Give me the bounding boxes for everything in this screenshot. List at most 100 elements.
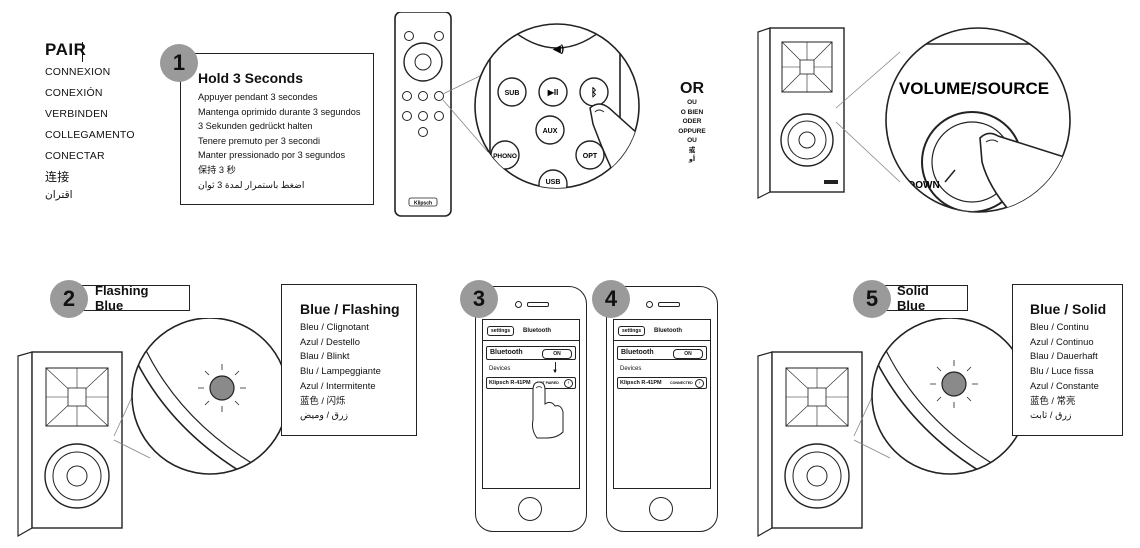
step5-speaker-illustration <box>757 318 1029 538</box>
step1-line: 保持 3 秒 <box>198 164 236 175</box>
bluetooth-header: Bluetooth <box>654 328 682 334</box>
or-line: أو <box>688 156 696 163</box>
device-info-icon: › <box>564 379 573 388</box>
device-name: Klipsch R-41PM <box>620 379 662 386</box>
pair-translation: CONNEXION <box>45 66 111 78</box>
bluetooth-toggle[interactable]: ON <box>542 349 572 359</box>
or-block: OR OU O BIEN ODER OPPURE OU 或 أو <box>672 80 712 165</box>
or-line: OU <box>687 99 697 106</box>
device-name: Klipsch R-41PM <box>489 379 531 386</box>
bluetooth-toggle[interactable]: ON <box>673 349 703 359</box>
knob-label: VOLUME/SOURCE <box>899 79 1049 98</box>
pair-translation: VERBINDEN <box>45 108 109 120</box>
phono-button: PHONO <box>493 153 517 160</box>
step1-line: Manter pressionado por 3 segundos <box>198 150 346 161</box>
step1-line: Appuyer pendant 3 secondes <box>198 92 318 102</box>
sub-button: SUB <box>505 90 520 97</box>
pair-translation: CONEXIÓN <box>45 87 103 99</box>
device-status: NOT PAIRED <box>537 381 559 385</box>
home-button[interactable] <box>518 497 542 521</box>
settings-back-button[interactable]: settings <box>618 326 646 336</box>
remote-illustration: Klipsch ◀) SUB ▶II ᛒ AUX PHONO OPT USB <box>394 12 640 217</box>
pair-title: PAIR <box>45 40 87 59</box>
device-info-icon: › <box>695 379 704 388</box>
phone-screen: settings Bluetooth Bluetooth ON ▼ Device… <box>482 319 580 489</box>
aux-button: AUX <box>543 128 558 135</box>
knob-down-label: DOWN <box>908 180 940 191</box>
toggle-arrow <box>555 362 556 372</box>
step5-info-line: Azul / Constante <box>1030 379 1099 391</box>
pair-cursor-line <box>82 42 83 62</box>
bluetooth-header-divider <box>483 340 579 341</box>
step5-info-line: 蓝色 / 常亮 <box>1030 394 1076 406</box>
step5-info-line: Azul / Continuo <box>1030 335 1094 347</box>
step2-info-line: 蓝色 / 闪烁 <box>300 394 346 406</box>
phone-camera <box>515 301 522 308</box>
step2-tag-label: Flashing Blue <box>95 283 149 313</box>
step2-info-line: زرق / وميض <box>300 409 349 421</box>
remote-brand: Klipsch <box>414 201 432 207</box>
device-row[interactable]: Klipsch R-41PM CONNECTED › <box>617 377 707 389</box>
step5-info-line: Bleu / Continu <box>1030 321 1089 332</box>
usb-button: USB <box>546 179 561 186</box>
step5-number-badge: 5 <box>853 280 891 318</box>
step1-line: Mantenga oprimido durante 3 segundos <box>198 106 361 117</box>
devices-label: Devices <box>489 366 511 372</box>
step1-line: 3 Sekunden gedrückt halten <box>198 121 313 132</box>
pair-section: PAIR CONNEXION CONEXIÓN VERBINDEN COLLEG… <box>45 40 135 202</box>
step2-info-line: Blu / Lampeggiante <box>300 365 381 377</box>
or-line: OU <box>687 137 697 144</box>
step4-number-badge: 4 <box>592 280 630 318</box>
svg-text:◀): ◀) <box>552 44 564 55</box>
or-line: O BIEN <box>680 108 704 116</box>
step1-line: Tenere premuto per 3 secondi <box>198 135 321 146</box>
device-row[interactable]: Klipsch R-41PM NOT PAIRED › <box>486 377 576 389</box>
bluetooth-header-divider <box>614 340 710 341</box>
step2-info-box: Blue / Flashing Bleu / Clignotant Azul /… <box>281 284 417 436</box>
step1-line: اضغط باستمرار لمدة 3 ثوان <box>198 179 305 190</box>
devices-label: Devices <box>620 366 642 372</box>
or-line: OPPURE <box>678 127 706 135</box>
step1-instruction-box: Hold 3 Seconds Appuyer pendant 3 seconde… <box>180 53 374 205</box>
or-label: OR <box>680 80 704 97</box>
step2-speaker-illustration <box>17 318 289 538</box>
step5-info-line: Blu / Luce fissa <box>1030 365 1094 377</box>
or-line: 或 <box>688 146 696 154</box>
step2-info-line: Blau / Blinkt <box>300 350 350 362</box>
step3-phone: settings Bluetooth Bluetooth ON ▼ Device… <box>475 286 587 532</box>
bluetooth-row: Bluetooth ON <box>617 346 707 360</box>
tapping-hand <box>532 381 564 439</box>
step5-tag-label: Solid Blue <box>897 283 929 313</box>
step5-info-line: زرق / ثابت <box>1030 409 1072 421</box>
step2-info-line: Bleu / Clignotant <box>300 321 369 332</box>
step2-info-line: Azul / Destello <box>300 335 360 347</box>
phone-camera <box>646 301 653 308</box>
bluetooth-label: Bluetooth <box>621 349 654 356</box>
bluetooth-row: Bluetooth ON <box>486 346 576 360</box>
home-button[interactable] <box>649 497 673 521</box>
step1-number-badge: 1 <box>160 44 198 82</box>
toggle-arrow-head: ▼ <box>552 369 558 375</box>
step5-tag: Solid Blue <box>876 283 968 313</box>
step4-phone: settings Bluetooth Bluetooth ON Devices … <box>606 286 718 532</box>
pair-translation: اقتران <box>45 189 73 201</box>
phone-speaker-slot <box>527 302 549 307</box>
bluetooth-header: Bluetooth <box>523 328 551 334</box>
step5-info-line: Blau / Dauerhaft <box>1030 350 1098 362</box>
step2-info-title: Blue / Flashing <box>300 301 400 317</box>
pair-translation: 连接 <box>45 170 70 184</box>
opt-button: OPT <box>583 153 598 160</box>
step2-number-badge: 2 <box>50 280 88 318</box>
phone-speaker-slot <box>658 302 680 307</box>
step5-info-box: Blue / Solid Bleu / Continu Azul / Conti… <box>1012 284 1123 436</box>
step5-info-title: Blue / Solid <box>1030 301 1107 317</box>
svg-text:▶II: ▶II <box>547 88 559 97</box>
bluetooth-label: Bluetooth <box>490 349 523 356</box>
step2-tag: Flashing Blue <box>72 283 190 313</box>
svg-text:ᛒ: ᛒ <box>591 87 598 99</box>
settings-back-button[interactable]: settings <box>487 326 515 336</box>
phone-screen: settings Bluetooth Bluetooth ON Devices … <box>613 319 711 489</box>
device-status: CONNECTED <box>670 381 693 385</box>
knob-illustration: VOLUME/SOURCE DOWN <box>757 27 1071 213</box>
step2-info-line: Azul / Intermitente <box>300 379 376 391</box>
